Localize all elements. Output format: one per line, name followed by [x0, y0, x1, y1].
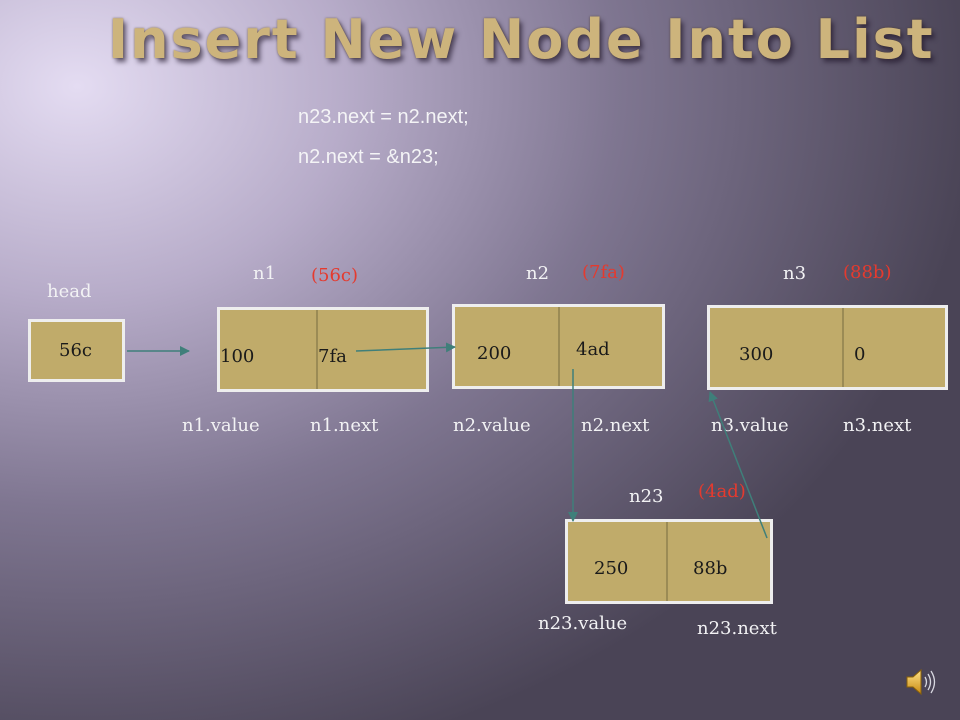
node-n23-name: n23: [629, 486, 664, 507]
n2-next-label: n2.next: [581, 415, 650, 436]
node-n23-address: (4ad): [698, 481, 746, 502]
n23-next-label: n23.next: [697, 618, 777, 639]
n1-value-label: n1.value: [182, 415, 260, 436]
node-n2-next: 4ad: [576, 339, 610, 360]
node-n2-name: n2: [526, 263, 550, 284]
node-n23-value-cell: 250: [568, 522, 666, 601]
node-n2: 200 4ad: [452, 304, 665, 389]
node-n2-address: (7fa): [582, 262, 625, 283]
head-value: 56c: [59, 340, 92, 361]
n3-next-label: n3.next: [843, 415, 912, 436]
node-n23-value: 250: [594, 558, 629, 579]
slide-title: Insert New Node Into List: [108, 8, 935, 71]
node-n23: 250 88b: [565, 519, 773, 604]
node-n2-value-cell: 200: [455, 307, 558, 386]
node-n3-next-cell: 0: [842, 308, 945, 387]
code-line-1: n23.next = n2.next;: [298, 106, 469, 128]
node-n3-value: 300: [739, 344, 774, 365]
node-n1-next: 7fa: [318, 346, 347, 367]
node-n3-name: n3: [783, 263, 807, 284]
n3-value-label: n3.value: [711, 415, 789, 436]
n2-value-label: n2.value: [453, 415, 531, 436]
node-n1-value: 100: [220, 346, 255, 367]
head-label: head: [47, 281, 92, 302]
node-n3-next: 0: [854, 344, 866, 365]
node-n1-next-cell: 7fa: [316, 310, 426, 389]
speaker-icon[interactable]: [905, 667, 939, 697]
node-n1-name: n1: [253, 263, 277, 284]
node-n3: 300 0: [707, 305, 948, 390]
node-n3-address: (88b): [843, 262, 892, 283]
code-line-2: n2.next = &n23;: [298, 146, 439, 168]
n23-value-label: n23.value: [538, 613, 628, 634]
head-box: 56c: [28, 319, 125, 382]
n1-next-label: n1.next: [310, 415, 379, 436]
node-n2-value: 200: [477, 343, 512, 364]
node-n2-next-cell: 4ad: [558, 307, 662, 386]
arrow-n23-to-n3: [708, 391, 768, 539]
node-n1-address: (56c): [311, 265, 359, 286]
node-n23-next-cell: 88b: [666, 522, 770, 601]
node-n1: 100 7fa: [217, 307, 429, 392]
node-n23-next: 88b: [693, 558, 728, 579]
node-n1-value-cell: 100: [220, 310, 316, 389]
node-n3-value-cell: 300: [710, 308, 842, 387]
